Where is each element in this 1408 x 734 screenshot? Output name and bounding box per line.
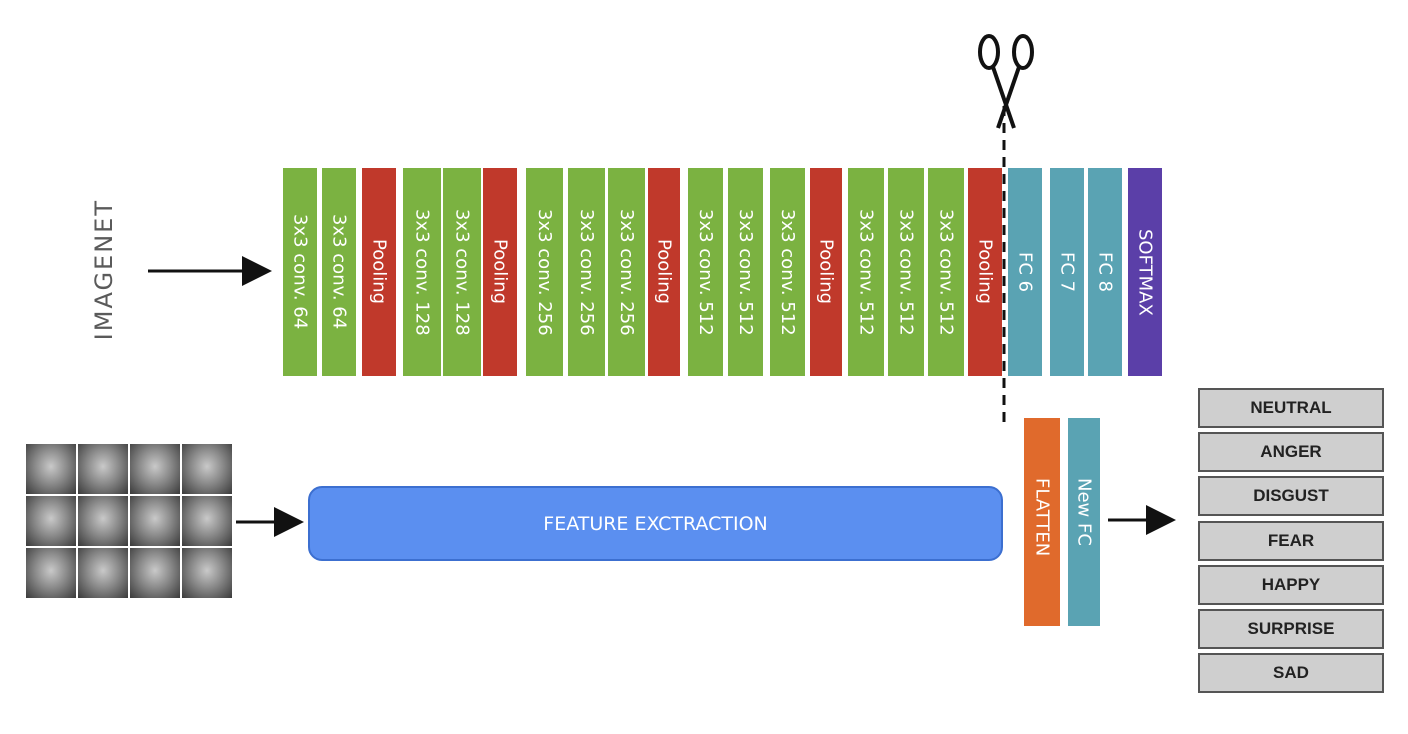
- layer-label: 3x3 conv. 512: [855, 208, 877, 336]
- layer-conv: 3x3 conv. 256: [526, 168, 563, 376]
- face-image: [78, 496, 128, 546]
- layer-conv: 3x3 conv. 512: [848, 168, 884, 376]
- layer-label: 3x3 conv. 512: [895, 208, 917, 336]
- layer-conv: 3x3 conv. 512: [928, 168, 964, 376]
- layer-label: 3x3 conv. 512: [735, 208, 756, 336]
- layer-label: 3x3 conv. 256: [616, 208, 637, 336]
- face-image: [182, 548, 232, 598]
- layer-label: Pooling: [368, 239, 390, 305]
- layer-conv: 3x3 conv. 512: [688, 168, 723, 376]
- layer-label: 3x3 conv. 64: [328, 214, 350, 330]
- layer-conv: 3x3 conv. 256: [608, 168, 645, 376]
- layer-fc: FC 7: [1050, 168, 1084, 376]
- layer-label: SOFTMAX: [1134, 228, 1156, 316]
- face-image: [130, 548, 180, 598]
- face-image: [78, 444, 128, 494]
- face-image: [182, 496, 232, 546]
- layer-label: 3x3 conv. 64: [289, 214, 311, 330]
- face-image: [130, 444, 180, 494]
- layer-label: 3x3 conv. 256: [576, 208, 597, 336]
- layer-pool: Pooling: [968, 168, 1002, 376]
- imagenet-logo-text: IMAGENET: [90, 199, 118, 341]
- scissors-icon: [978, 34, 1034, 129]
- layer-label: 3x3 conv. 512: [695, 208, 716, 336]
- layer-label: FC 8: [1094, 251, 1116, 293]
- face-image: [182, 444, 232, 494]
- layer-label: 3x3 conv. 256: [534, 208, 555, 336]
- flatten-block: FLATTEN: [1024, 418, 1060, 626]
- layer-conv: 3x3 conv. 64: [283, 168, 317, 376]
- layer-label: Pooling: [815, 239, 837, 305]
- new-fc-block: New FC: [1068, 418, 1100, 626]
- layer-conv: 3x3 conv. 128: [443, 168, 481, 376]
- layer-conv: 3x3 conv. 512: [888, 168, 924, 376]
- feature-extraction-block: FEATURE EXCTRACTION: [308, 486, 1003, 561]
- flatten-label: FLATTEN: [1031, 478, 1053, 557]
- layer-fc: FC 8: [1088, 168, 1122, 376]
- layer-conv: 3x3 conv. 512: [770, 168, 805, 376]
- layer-pool: Pooling: [483, 168, 517, 376]
- face-images-grid: [26, 444, 232, 598]
- layer-conv: 3x3 conv. 64: [322, 168, 356, 376]
- emotion-label: DISGUST: [1198, 476, 1384, 516]
- layer-conv: 3x3 conv. 512: [728, 168, 763, 376]
- layer-fc: FC 6: [1008, 168, 1042, 376]
- layer-label: FC 6: [1014, 251, 1036, 293]
- emotion-label: SURPRISE: [1198, 609, 1384, 649]
- layer-label: Pooling: [974, 239, 996, 305]
- layer-label: 3x3 conv. 128: [451, 208, 473, 336]
- imagenet-logo: IMAGENET: [84, 180, 124, 360]
- layer-conv: 3x3 conv. 256: [568, 168, 605, 376]
- emotion-label: SAD: [1198, 653, 1384, 693]
- layer-label: 3x3 conv. 128: [411, 208, 433, 336]
- layer-pool: Pooling: [362, 168, 396, 376]
- face-image: [26, 548, 76, 598]
- layer-label: 3x3 conv. 512: [935, 208, 957, 336]
- feature-extraction-label: FEATURE EXCTRACTION: [543, 512, 768, 535]
- layer-label: FC 7: [1056, 251, 1078, 293]
- layer-label: 3x3 conv. 512: [777, 208, 798, 336]
- layer-pool: Pooling: [648, 168, 680, 376]
- face-image: [130, 496, 180, 546]
- layer-label: Pooling: [653, 239, 675, 305]
- face-image: [26, 496, 76, 546]
- layer-label: Pooling: [489, 239, 511, 305]
- layer-pool: Pooling: [810, 168, 842, 376]
- face-image: [26, 444, 76, 494]
- layer-conv: 3x3 conv. 128: [403, 168, 441, 376]
- emotion-label: FEAR: [1198, 521, 1384, 561]
- layer-softmax: SOFTMAX: [1128, 168, 1162, 376]
- emotion-label: ANGER: [1198, 432, 1384, 472]
- new-fc-label: New FC: [1073, 478, 1095, 546]
- emotion-label: HAPPY: [1198, 565, 1384, 605]
- emotion-label: NEUTRAL: [1198, 388, 1384, 428]
- face-image: [78, 548, 128, 598]
